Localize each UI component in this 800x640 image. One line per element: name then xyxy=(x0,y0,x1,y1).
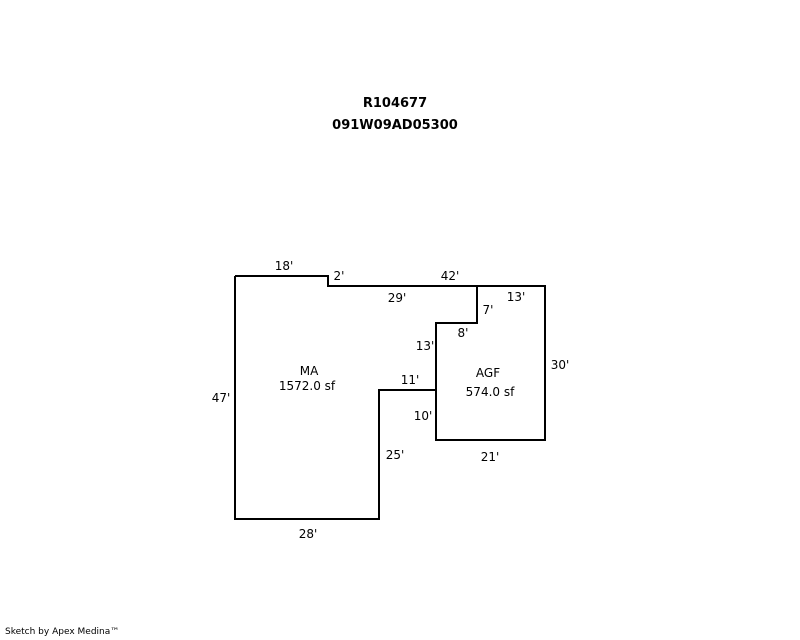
dim-agf-left-lower: 10' xyxy=(414,409,433,423)
main-area-size: 1572.0 sf xyxy=(279,379,336,393)
main-area-outline xyxy=(234,275,478,520)
dim-ma-bottom: 28' xyxy=(299,527,318,541)
garage-outline xyxy=(435,285,546,441)
garage-area-size: 574.0 sf xyxy=(466,385,515,399)
dim-ma-top-inner: 29' xyxy=(388,291,407,305)
dim-agf-step-vertical: 7' xyxy=(483,303,494,317)
dim-agf-right: 30' xyxy=(551,358,570,372)
dim-ma-top-left: 18' xyxy=(275,259,294,273)
dim-top-right: 42' xyxy=(441,269,460,283)
dim-agf-bottom: 21' xyxy=(481,450,500,464)
sketch-credit: Sketch by Apex Medina™ xyxy=(5,627,120,637)
account-id-title: R104677 xyxy=(362,96,428,111)
dim-ma-top-step: 2' xyxy=(334,269,345,283)
dim-agf-step-horizontal: 8' xyxy=(458,326,469,340)
dim-ma-inner-top: 11' xyxy=(401,373,420,387)
garage-area-code: AGF xyxy=(476,366,500,380)
dim-agf-top: 13' xyxy=(507,290,526,304)
dim-ma-inner-right: 25' xyxy=(386,448,405,462)
main-area-code: MA xyxy=(300,364,319,378)
dim-ma-left: 47' xyxy=(212,391,231,405)
map-number-title: 091W09AD05300 xyxy=(332,118,458,133)
dim-agf-left-upper: 13' xyxy=(416,339,435,353)
